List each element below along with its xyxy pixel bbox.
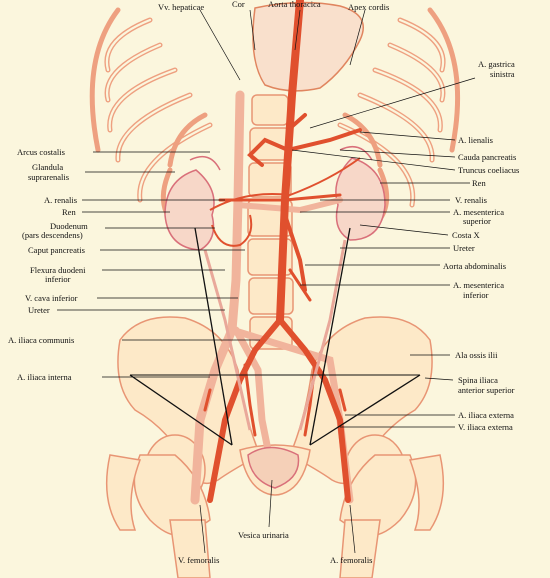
label-vv-hepaticae: Vv. hepaticae	[158, 2, 205, 12]
label-spina-iliaca-1: Spina iliaca	[458, 375, 498, 385]
label-a-gastrica-sinistra-1: A. gastrica	[478, 59, 515, 69]
pancreas-duodenum	[209, 157, 361, 247]
label-costa-x: Costa X	[452, 230, 480, 240]
urinary-bladder	[247, 446, 300, 489]
label-a-gastrica-sinistra-2: sinistra	[490, 69, 515, 79]
label-glandula-2: suprarenalis	[28, 172, 70, 182]
label-truncus-coeliacus: Truncus coeliacus	[458, 165, 520, 175]
label-a-mesenterica-inferior-1: A. mesenterica	[453, 280, 504, 290]
label-caput-pancreatis: Caput pancreatis	[28, 245, 85, 255]
label-spina-iliaca-2: anterior superior	[458, 385, 515, 395]
label-ala-ossis-ilii: Ala ossis ilii	[455, 350, 498, 360]
label-apex-cordis: Apex cordis	[348, 2, 390, 12]
label-cauda-pancreatis: Cauda pancreatis	[458, 152, 517, 162]
label-cor: Cor	[232, 0, 245, 9]
label-v-cava-inferior: V. cava inferior	[25, 293, 78, 303]
label-flexura-duodeni-2: inferior	[45, 274, 71, 284]
heart	[252, 1, 364, 92]
label-vesica-urinaria: Vesica urinaria	[238, 530, 289, 540]
label-a-femoralis: A. femoralis	[330, 555, 373, 565]
label-aorta-thoracica: Aorta thoracica	[268, 0, 321, 9]
label-duodenum-2: (pars descendens)	[22, 230, 83, 240]
label-a-iliaca-interna: A. iliaca interna	[17, 372, 72, 382]
label-a-iliaca-externa: A. iliaca externa	[458, 410, 514, 420]
label-a-mesenterica-superior-1: A. mesenterica	[453, 207, 504, 217]
reference-lines	[129, 227, 421, 446]
label-ren-right: Ren	[472, 178, 486, 188]
label-a-lienalis: A. lienalis	[458, 135, 493, 145]
label-ureter-right: Ureter	[453, 243, 475, 253]
label-a-renalis: A. renalis	[44, 195, 78, 205]
label-a-mesenterica-superior-2: superior	[463, 216, 491, 226]
label-aorta-abdominalis: Aorta abdominalis	[443, 261, 507, 271]
label-ren-left: Ren	[62, 207, 76, 217]
leader-lines	[57, 9, 476, 554]
label-a-mesenterica-inferior-2: inferior	[463, 290, 489, 300]
label-glandula-1: Glandula	[32, 162, 64, 172]
label-v-renalis: V. renalis	[455, 195, 487, 205]
label-a-iliaca-communis: A. iliaca communis	[8, 335, 75, 345]
kidneys	[164, 145, 386, 251]
ureters	[203, 239, 347, 431]
label-ureter-left: Ureter	[28, 305, 50, 315]
label-v-iliaca-externa: V. iliaca externa	[458, 422, 513, 432]
label-duodenum-1: Duodenum	[50, 221, 88, 231]
label-v-femoralis: V. femoralis	[178, 555, 220, 565]
label-arcus-costalis: Arcus costalis	[17, 147, 65, 157]
label-flexura-duodeni-1: Flexura duodeni	[30, 265, 86, 275]
